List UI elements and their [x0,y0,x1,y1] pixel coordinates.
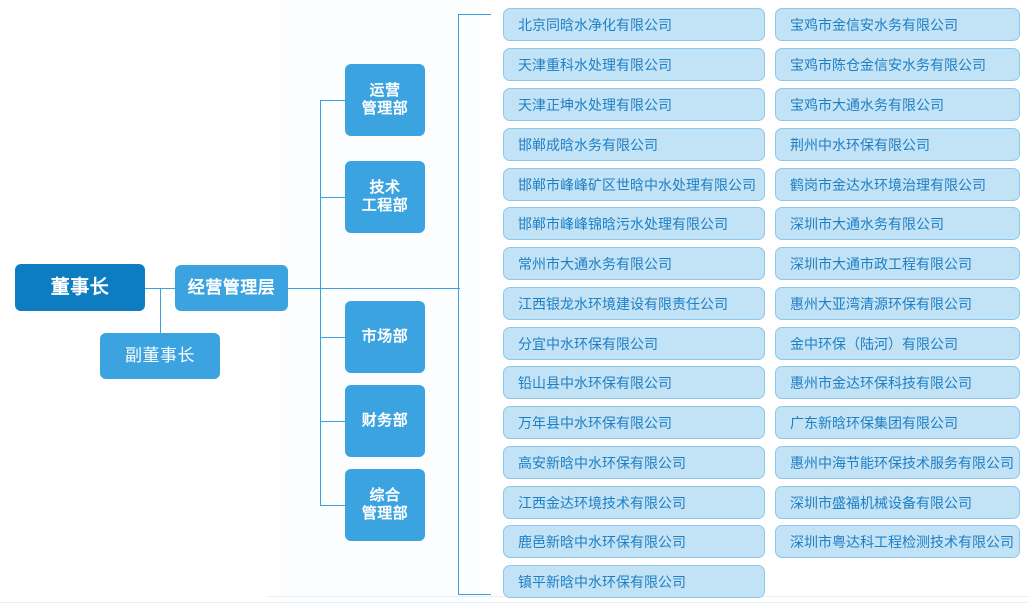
node-chairman[interactable]: 董事长 [15,264,145,311]
node-department-finance[interactable]: 财务部 [345,385,425,457]
node-vice-chairman[interactable]: 副董事长 [100,333,220,379]
connector-department-spine [320,100,321,505]
subsidiary-chip[interactable]: 惠州市金达环保科技有限公司 [775,366,1020,399]
subsidiary-chip[interactable]: 邯郸市峰峰矿区世晗中水处理有限公司 [503,168,765,201]
subsidiary-chip[interactable]: 邯郸成晗水务有限公司 [503,128,765,161]
connector-subsidiary-top [458,14,491,15]
connector-dept-2 [320,197,346,198]
subsidiary-chip[interactable]: 铅山县中水环保有限公司 [503,366,765,399]
subsidiary-chip[interactable]: 宝鸡市大通水务有限公司 [775,88,1020,121]
subsidiary-chip[interactable]: 鹤岗市金达水环境治理有限公司 [775,168,1020,201]
node-department-general-admin[interactable]: 综合 管理部 [345,469,425,541]
subsidiary-chip[interactable]: 天津重科水处理有限公司 [503,48,765,81]
connector-vice-drop [160,288,161,356]
subsidiary-chip[interactable]: 鹿邑新晗中水环保有限公司 [503,525,765,558]
connector-dept-5 [320,505,346,506]
subsidiary-chip[interactable]: 邯郸市峰峰锦晗污水处理有限公司 [503,207,765,240]
subsidiary-chip[interactable]: 分宜中水环保有限公司 [503,327,765,360]
subsidiary-chip[interactable]: 宝鸡市陈仓金信安水务有限公司 [775,48,1020,81]
subsidiary-chip[interactable]: 深圳市粤达科工程检测技术有限公司 [775,525,1020,558]
connector-dept-4 [320,421,346,422]
subsidiary-chip[interactable]: 江西金达环境技术有限公司 [503,486,765,519]
bottom-hairline [0,602,1028,603]
subsidiary-chip[interactable]: 北京同晗水净化有限公司 [503,8,765,41]
subsidiary-chip[interactable]: 常州市大通水务有限公司 [503,247,765,280]
node-management[interactable]: 经营管理层 [175,265,288,311]
subsidiary-chip[interactable]: 广东新晗环保集团有限公司 [775,406,1020,439]
subsidiary-chip[interactable]: 金中环保（陆河）有限公司 [775,327,1020,360]
connector-subsidiary-bottom [458,594,491,595]
connector-subsidiary-bracket [458,14,459,595]
subsidiary-chip[interactable]: 惠州中海节能环保技术服务有限公司 [775,446,1020,479]
subsidiary-chip[interactable]: 万年县中水环保有限公司 [503,406,765,439]
node-department-marketing[interactable]: 市场部 [345,301,425,373]
subsidiary-chip[interactable]: 高安新晗中水环保有限公司 [503,446,765,479]
node-department-technology[interactable]: 技术 工程部 [345,161,425,233]
subsidiary-chip[interactable]: 荆州中水环保有限公司 [775,128,1020,161]
subsidiary-chip[interactable]: 深圳市大通市政工程有限公司 [775,247,1020,280]
subsidiary-chip[interactable]: 镇平新晗中水环保有限公司 [503,565,765,598]
connector-dept-1 [320,100,346,101]
subsidiary-chip[interactable]: 深圳市盛福机械设备有限公司 [775,486,1020,519]
connector-dept-3 [320,337,346,338]
subsidiary-chip[interactable]: 江西银龙水环境建设有限责任公司 [503,287,765,320]
node-department-operations[interactable]: 运营 管理部 [345,64,425,136]
subsidiary-chip[interactable]: 天津正坤水处理有限公司 [503,88,765,121]
subsidiary-chip[interactable]: 惠州大亚湾清源环保有限公司 [775,287,1020,320]
subsidiary-chip[interactable]: 深圳市大通水务有限公司 [775,207,1020,240]
connector-management-spine [288,288,460,289]
subsidiary-chip[interactable]: 宝鸡市金信安水务有限公司 [775,8,1020,41]
